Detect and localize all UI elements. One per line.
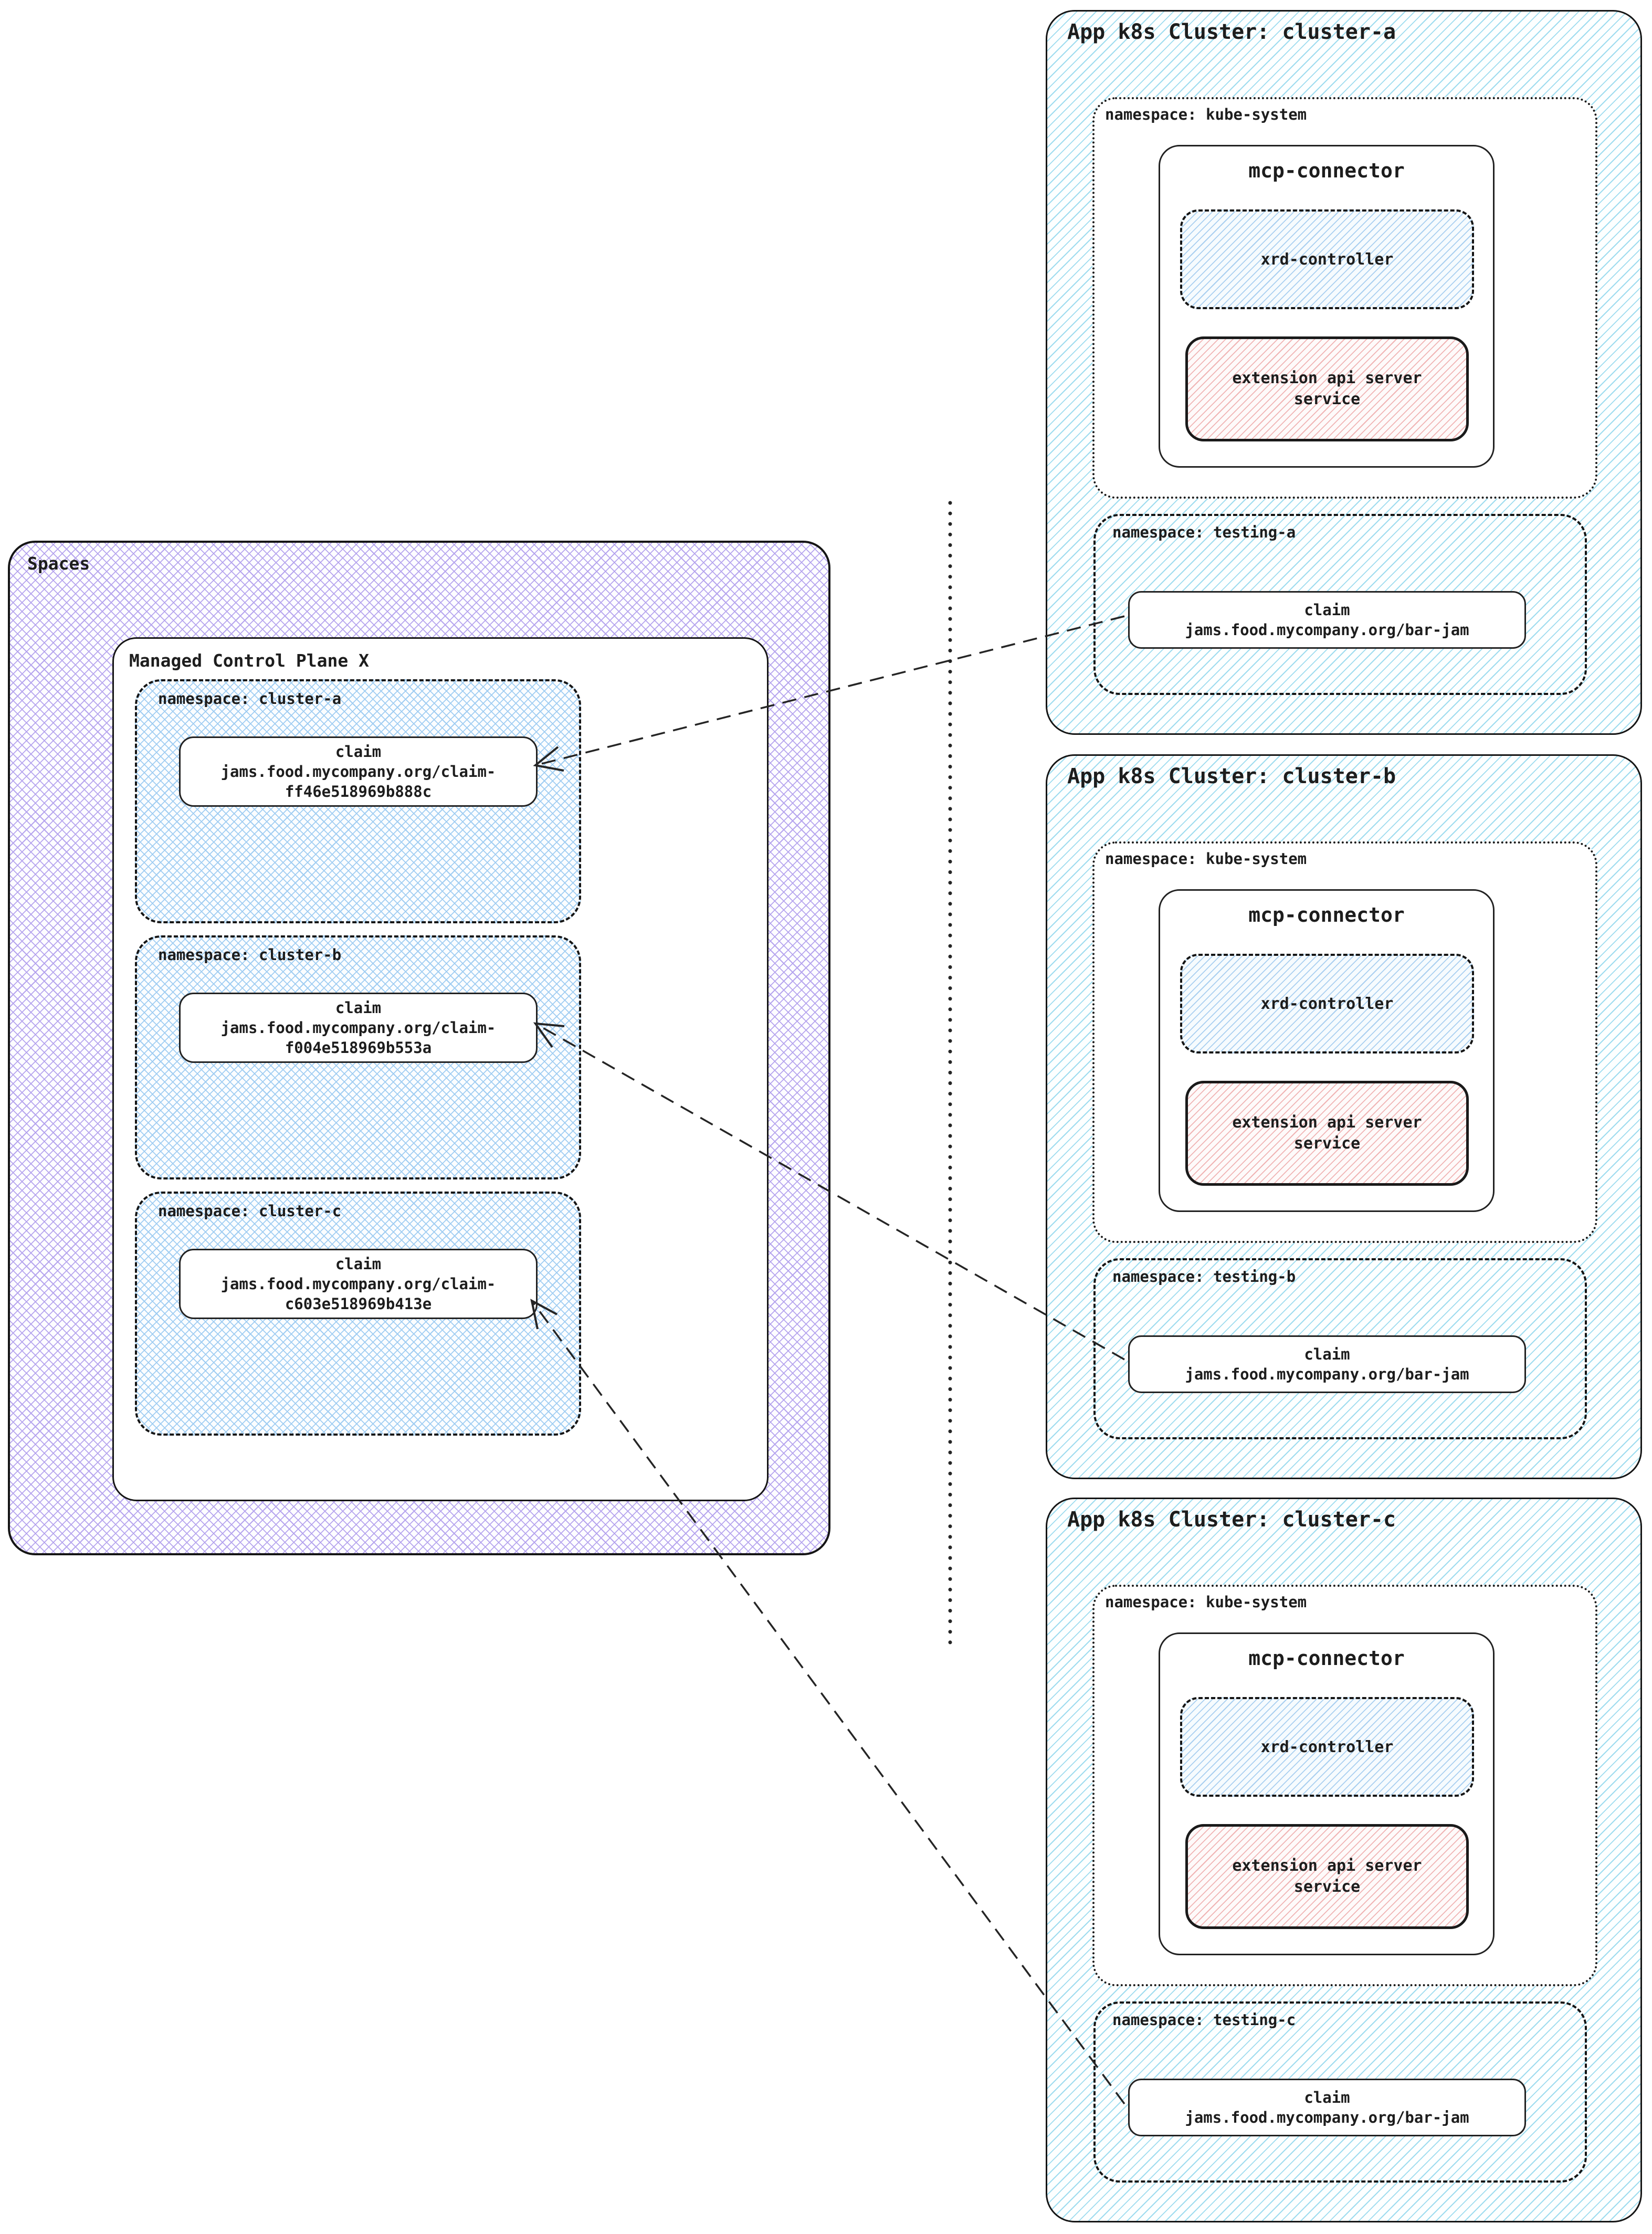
namespace-box-cluster-c: namespace: cluster-c claim jams.food.myc… [135, 1192, 581, 1436]
extension-api-server-box: extension api server service [1185, 1081, 1469, 1186]
cluster-box-c: App k8s Cluster: cluster-c namespace: ku… [1046, 1498, 1642, 2222]
namespace-label: namespace: cluster-a [158, 690, 342, 708]
xrd-controller-box: xrd-controller [1180, 954, 1474, 1053]
mcp-connector-box: mcp-connector xrd-controller extension a… [1159, 1632, 1495, 1955]
cluster-title: App k8s Cluster: cluster-b [1067, 764, 1396, 788]
namespace-label: namespace: cluster-c [158, 1202, 342, 1220]
cluster-box-a: App k8s Cluster: cluster-a namespace: ku… [1046, 10, 1642, 735]
spaces-box: Spaces Managed Control Plane X namespace… [8, 541, 830, 1555]
managed-control-plane-box: Managed Control Plane X namespace: clust… [112, 637, 769, 1501]
kube-system-namespace-box: namespace: kube-system mcp-connector xrd… [1092, 97, 1597, 499]
kube-system-namespace-box: namespace: kube-system mcp-connector xrd… [1092, 1585, 1597, 1986]
claim-box: claim jams.food.mycompany.org/claim- f00… [179, 993, 538, 1063]
mcp-connector-title: mcp-connector [1248, 159, 1405, 182]
cluster-box-b: App k8s Cluster: cluster-b namespace: ku… [1046, 754, 1642, 1479]
mcp-connector-title: mcp-connector [1248, 903, 1405, 926]
kube-system-label: namespace: kube-system [1105, 106, 1307, 123]
testing-namespace-label: namespace: testing-b [1112, 1268, 1296, 1285]
managed-control-plane-title: Managed Control Plane X [129, 650, 369, 671]
cluster-title: App k8s Cluster: cluster-c [1067, 1508, 1396, 1532]
testing-namespace-box: namespace: testing-c claim jams.food.myc… [1093, 2001, 1587, 2183]
namespace-label: namespace: cluster-b [158, 946, 342, 964]
xrd-controller-box: xrd-controller [1180, 209, 1474, 309]
mcp-connector-box: mcp-connector xrd-controller extension a… [1159, 145, 1495, 468]
extension-api-server-box: extension api server service [1185, 336, 1469, 441]
xrd-controller-box: xrd-controller [1180, 1697, 1474, 1797]
mcp-connector-box: mcp-connector xrd-controller extension a… [1159, 889, 1495, 1212]
testing-namespace-box: namespace: testing-b claim jams.food.myc… [1093, 1258, 1587, 1439]
extension-api-server-box: extension api server service [1185, 1824, 1469, 1929]
claim-box: claim jams.food.mycompany.org/bar-jam [1128, 1335, 1526, 1393]
cluster-title: App k8s Cluster: cluster-a [1067, 20, 1396, 44]
testing-namespace-box: namespace: testing-a claim jams.food.myc… [1093, 514, 1587, 695]
mcp-connector-title: mcp-connector [1248, 1647, 1405, 1670]
kube-system-label: namespace: kube-system [1105, 850, 1307, 868]
spaces-label: Spaces [27, 553, 90, 574]
testing-namespace-label: namespace: testing-c [1112, 2011, 1296, 2029]
claim-box: claim jams.food.mycompany.org/claim- ff4… [179, 736, 538, 807]
claim-box: claim jams.food.mycompany.org/bar-jam [1128, 2079, 1526, 2136]
kube-system-label: namespace: kube-system [1105, 1593, 1307, 1611]
namespace-box-cluster-a: namespace: cluster-a claim jams.food.myc… [135, 679, 581, 923]
kube-system-namespace-box: namespace: kube-system mcp-connector xrd… [1092, 841, 1597, 1243]
testing-namespace-label: namespace: testing-a [1112, 523, 1296, 541]
namespace-box-cluster-b: namespace: cluster-b claim jams.food.myc… [135, 935, 581, 1179]
claim-box: claim jams.food.mycompany.org/claim- c60… [179, 1249, 538, 1319]
claim-box: claim jams.food.mycompany.org/bar-jam [1128, 591, 1526, 649]
